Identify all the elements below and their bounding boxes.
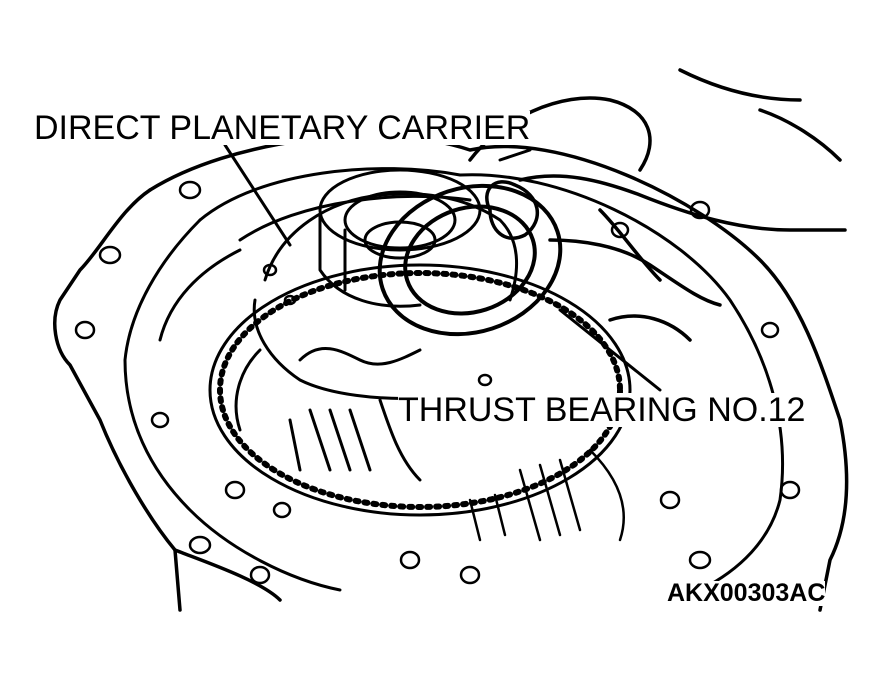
bolt-holes	[74, 180, 801, 585]
planetary-carrier	[234, 192, 519, 482]
thrust-bearing-ring	[377, 183, 563, 337]
leader-lines	[223, 143, 662, 392]
figure-code: AKX00303AC	[667, 579, 826, 607]
lower-gears	[468, 448, 625, 542]
case-flange	[123, 167, 784, 592]
ring-gear	[208, 263, 632, 517]
label-direct-planetary-carrier: DIRECT PLANETARY CARRIER	[34, 109, 531, 147]
hand	[468, 68, 847, 342]
label-thrust-bearing: THRUST BEARING NO.12	[398, 391, 806, 429]
